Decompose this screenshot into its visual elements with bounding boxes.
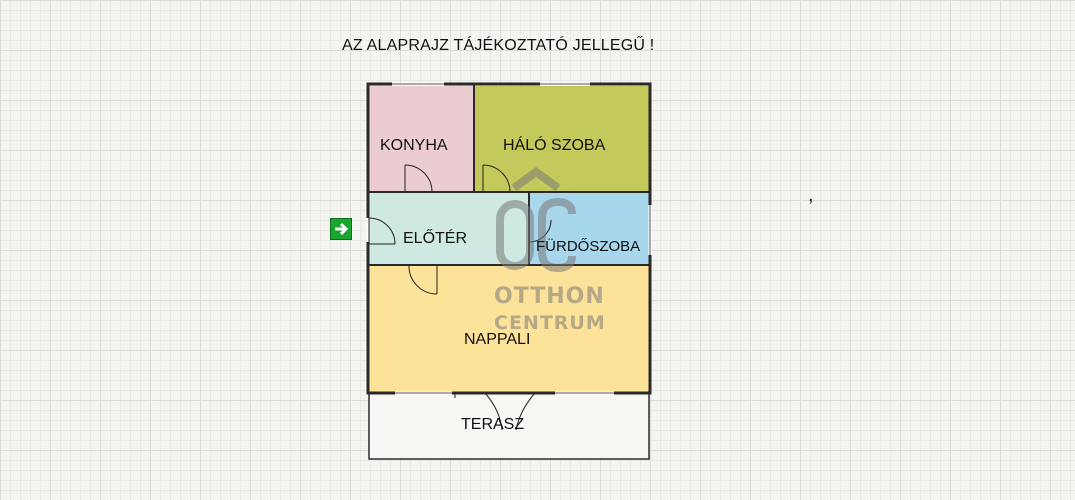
room-label-konyha: KONYHA xyxy=(380,137,448,154)
room-nappali xyxy=(369,265,649,392)
room-konyha xyxy=(369,86,474,192)
otthon-centrum-logo xyxy=(496,167,576,273)
stray-mark: , xyxy=(808,184,814,206)
room-label-furdoszoba: FÜRDŐSZOBA xyxy=(536,238,641,255)
room-terasz xyxy=(369,394,649,458)
room-label-terasz: TERASZ xyxy=(461,416,525,433)
entrance-arrow-icon xyxy=(330,218,352,240)
logo-line1: OTTHON xyxy=(494,284,605,309)
disclaimer-note: AZ ALAPRAJZ TÁJÉKOZTATÓ JELLEGŰ ! xyxy=(342,37,655,54)
room-label-halo-szoba: HÁLÓ SZOBA xyxy=(503,137,606,154)
logo-line2: CENTRUM xyxy=(494,312,606,334)
room-label-nappali: NAPPALI xyxy=(464,331,531,348)
room-label-eloter: ELŐTÉR xyxy=(403,230,468,247)
